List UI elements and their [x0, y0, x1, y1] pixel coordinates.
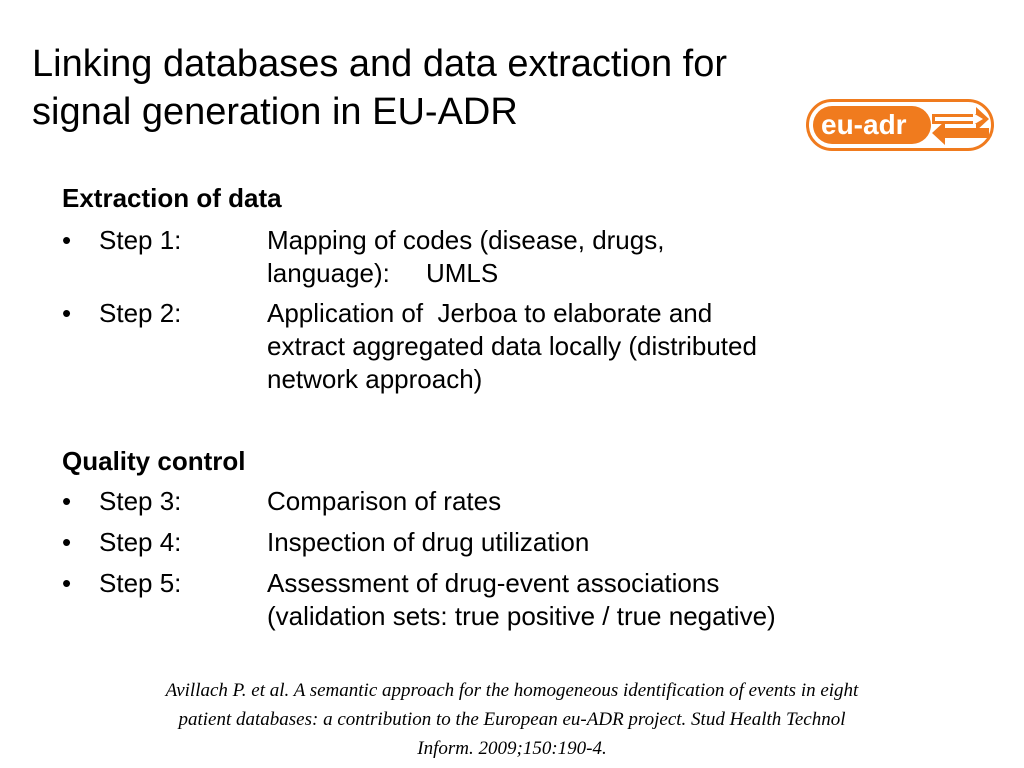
step-2-text-line: network approach) — [267, 364, 483, 394]
bullet: • — [62, 225, 72, 255]
step-4-label: Step 4: — [99, 527, 182, 557]
bullet: • — [62, 298, 72, 328]
citation-line: Inform. 2009;150:190-4. — [417, 738, 607, 759]
logo-text: eu-adr — [821, 109, 907, 140]
step-5-text-line: Assessment of drug-event associations — [267, 568, 720, 598]
step-5-text: Assessment of drug-event associations (v… — [267, 567, 967, 633]
citation-line: patient databases: a contribution to the… — [178, 709, 846, 730]
step-1-text-line: Mapping of codes (disease, drugs, — [267, 225, 665, 255]
step-3-text-line: Comparison of rates — [267, 486, 502, 516]
quality-heading: Quality control — [62, 446, 246, 476]
bullet: • — [62, 486, 72, 516]
step-4-text: Inspection of drug utilization — [267, 526, 967, 559]
step-3-label: Step 3: — [99, 486, 182, 516]
step-3-text: Comparison of rates — [267, 485, 967, 518]
step-4-text-line: Inspection of drug utilization — [267, 527, 590, 557]
slide-title-line-2: signal generation in EU-ADR — [32, 91, 518, 133]
slide-title: Linking databases and data extraction fo… — [32, 40, 812, 136]
step-2-label: Step 2: — [99, 298, 182, 328]
bullet: • — [62, 527, 72, 557]
logo-text-background — [813, 106, 931, 144]
step-2-text-line: Application of Jerboa to elaborate and — [267, 298, 713, 328]
step-1-text-line: language): UMLS — [267, 258, 499, 288]
step-5-label: Step 5: — [99, 568, 182, 598]
citation-line: Avillach P. et al. A semantic approach f… — [165, 680, 859, 701]
step-2-text: Application of Jerboa to elaborate and e… — [267, 297, 967, 396]
step-2-text-line: extract aggregated data locally (distrib… — [267, 331, 757, 361]
extraction-heading: Extraction of data — [62, 183, 282, 213]
bullet: • — [62, 568, 72, 598]
step-1-label: Step 1: — [99, 225, 182, 255]
slide-title-line-1: Linking databases and data extraction fo… — [32, 43, 728, 85]
double-arrow-icon — [932, 107, 989, 145]
citation: Avillach P. et al. A semantic approach f… — [20, 676, 1004, 763]
eu-adr-logo: eu-adr — [806, 99, 994, 151]
step-1-text: Mapping of codes (disease, drugs, langua… — [267, 224, 967, 290]
step-5-text-line: (validation sets: true positive / true n… — [267, 601, 776, 631]
